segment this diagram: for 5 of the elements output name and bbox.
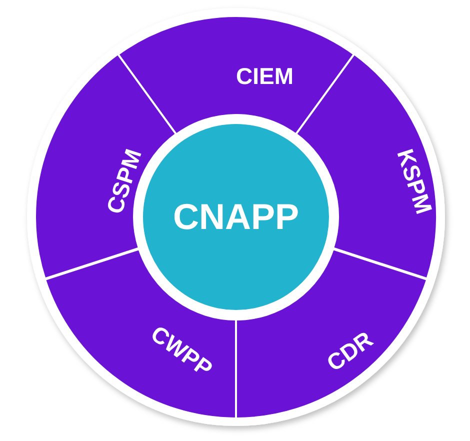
center-label: CNAPP	[172, 196, 300, 238]
segment-label: CSPM	[103, 146, 146, 217]
segment-label: CDR	[323, 328, 378, 376]
segment-label: CIEM	[236, 65, 294, 88]
segment-label: KSPM	[392, 146, 435, 217]
